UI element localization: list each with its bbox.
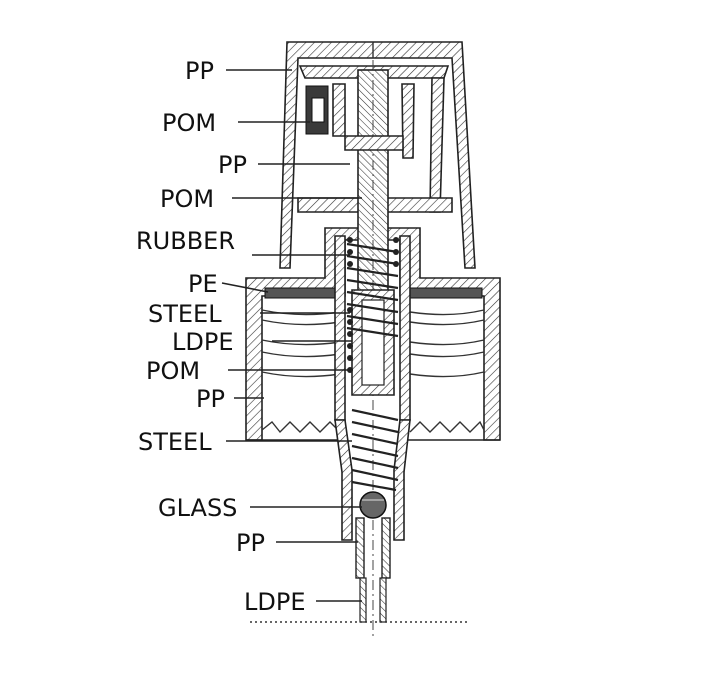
label-pp-top: PP bbox=[185, 57, 214, 85]
label-pom-3: POM bbox=[146, 357, 200, 385]
label-glass: GLASS bbox=[158, 494, 237, 522]
material-labels: PP POM PP POM RUBBER PE STEEL LDPE POM P… bbox=[136, 57, 306, 616]
label-pom-2: POM bbox=[160, 185, 214, 213]
label-pp-2: PP bbox=[218, 151, 247, 179]
label-ldpe-1: LDPE bbox=[172, 328, 234, 356]
stem-assembly bbox=[334, 60, 411, 640]
label-pom-1: POM bbox=[162, 109, 216, 137]
label-steel-1: STEEL bbox=[148, 300, 222, 328]
label-steel-2: STEEL bbox=[138, 428, 212, 456]
leader-pe bbox=[221, 282, 269, 293]
leader-lines bbox=[221, 69, 362, 602]
pump-body bbox=[250, 408, 470, 623]
closure-cap bbox=[245, 227, 501, 441]
label-pp-4: PP bbox=[236, 529, 265, 557]
label-pe: PE bbox=[188, 270, 218, 298]
label-ldpe-2: LDPE bbox=[244, 588, 306, 616]
label-rubber: RUBBER bbox=[136, 227, 235, 255]
label-pp-3: PP bbox=[196, 385, 225, 413]
